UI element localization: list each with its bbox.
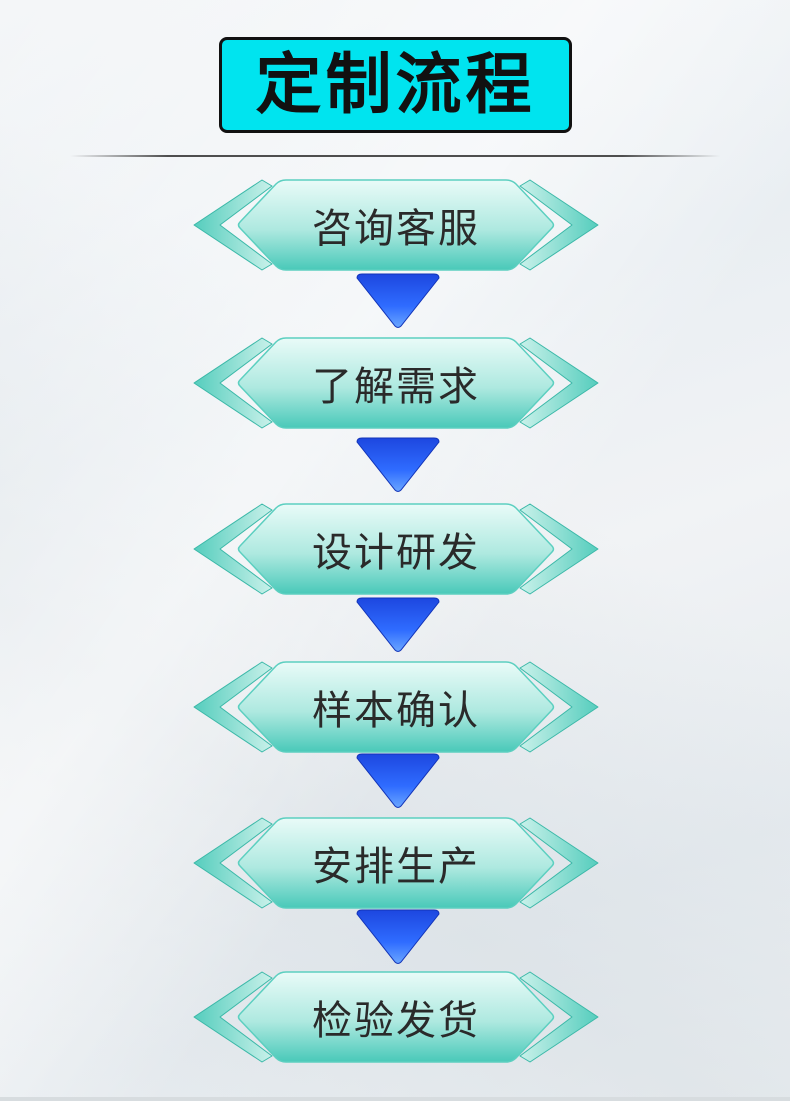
step-shape <box>193 503 599 595</box>
left-chevron <box>193 817 273 909</box>
step-label: 安排生产 <box>312 844 480 890</box>
down-arrow-icon <box>353 908 443 966</box>
step-label: 检验发货 <box>312 998 480 1044</box>
bottom-border <box>0 1097 790 1101</box>
flow-step: 检验发货 <box>190 970 602 1064</box>
flow-step: 咨询客服 <box>190 178 602 272</box>
down-arrow-icon <box>353 596 443 654</box>
right-chevron <box>519 817 599 909</box>
center-hexagon <box>237 661 555 753</box>
flow-step: 安排生产 <box>190 816 602 910</box>
flow-step: 设计研发 <box>190 502 602 596</box>
step-label: 咨询客服 <box>312 206 480 252</box>
right-chevron <box>519 179 599 271</box>
step-label: 设计研发 <box>312 530 480 576</box>
center-hexagon <box>237 503 555 595</box>
right-chevron <box>519 971 599 1063</box>
title-divider <box>70 155 720 157</box>
down-arrow-icon <box>353 436 443 494</box>
page-title: 定制流程 <box>255 46 536 123</box>
down-arrow-icon <box>353 272 443 330</box>
right-chevron <box>519 337 599 429</box>
left-chevron <box>193 971 273 1063</box>
left-chevron <box>193 661 273 753</box>
title-banner: 定制流程 <box>219 37 572 133</box>
step-label: 样本确认 <box>312 688 480 734</box>
left-chevron <box>193 337 273 429</box>
step-shape <box>193 179 599 271</box>
step-label: 了解需求 <box>312 364 480 410</box>
right-chevron <box>519 661 599 753</box>
down-arrow-icon <box>353 752 443 810</box>
center-hexagon <box>237 179 555 271</box>
left-chevron <box>193 503 273 595</box>
center-hexagon <box>237 817 555 909</box>
right-chevron <box>519 503 599 595</box>
step-shape <box>193 817 599 909</box>
left-chevron <box>193 179 273 271</box>
flow-step: 了解需求 <box>190 336 602 430</box>
center-hexagon <box>237 337 555 429</box>
flow-step: 样本确认 <box>190 660 602 754</box>
step-shape <box>193 971 599 1063</box>
step-shape <box>193 337 599 429</box>
center-hexagon <box>237 971 555 1063</box>
step-shape <box>193 661 599 753</box>
